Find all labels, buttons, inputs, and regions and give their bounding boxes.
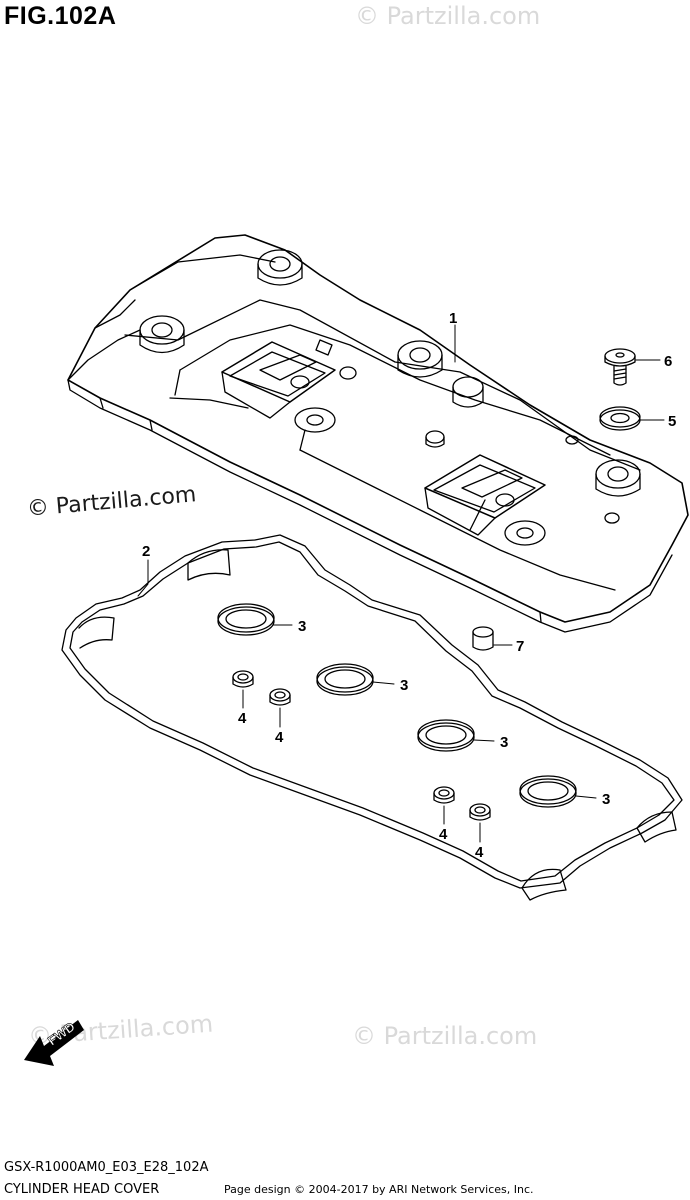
- spark-plug-seal-2: [316, 663, 374, 696]
- cover-bolt: [604, 348, 636, 386]
- callout-4b: 4: [275, 729, 284, 746]
- fwd-arrow-icon: [24, 1020, 84, 1066]
- callout-6: 6: [664, 353, 672, 370]
- callout-3d: 3: [602, 791, 610, 808]
- callout-3c: 3: [500, 734, 508, 751]
- model-code: GSX-R1000AM0_E03_E28_102A: [4, 1160, 209, 1175]
- figure-title: FIG.102A: [4, 2, 117, 30]
- small-seal-1: [232, 670, 254, 688]
- callout-2: 2: [142, 543, 150, 560]
- callout-4c: 4: [439, 826, 448, 843]
- watermark-top: © Partzilla.com: [355, 2, 541, 30]
- spark-plug-seal-4: [519, 775, 577, 808]
- bolt-washer: [599, 406, 641, 431]
- callout-5: 5: [668, 413, 676, 430]
- spark-plug-seal-3: [417, 719, 475, 752]
- cylinder-head-cover: [67, 234, 689, 633]
- cover-gasket: [61, 534, 683, 901]
- callout-4d: 4: [475, 844, 484, 861]
- callout-3a: 3: [298, 618, 306, 635]
- small-seal-2: [269, 688, 291, 706]
- watermark-bottom-right: © Partzilla.com: [352, 1022, 538, 1050]
- small-seal-4: [469, 803, 491, 821]
- dowel-pin: [472, 626, 494, 651]
- callout-7: 7: [516, 638, 524, 655]
- section-name: CYLINDER HEAD COVER: [4, 1182, 160, 1197]
- copyright-notice: Page design © 2004-2017 by ARI Network S…: [224, 1183, 534, 1196]
- callout-4a: 4: [238, 710, 247, 727]
- leader-lines: [137, 324, 665, 843]
- callout-1: 1: [449, 310, 457, 327]
- small-seal-3: [433, 786, 455, 804]
- callout-3b: 3: [400, 677, 408, 694]
- spark-plug-seal-1: [217, 603, 275, 636]
